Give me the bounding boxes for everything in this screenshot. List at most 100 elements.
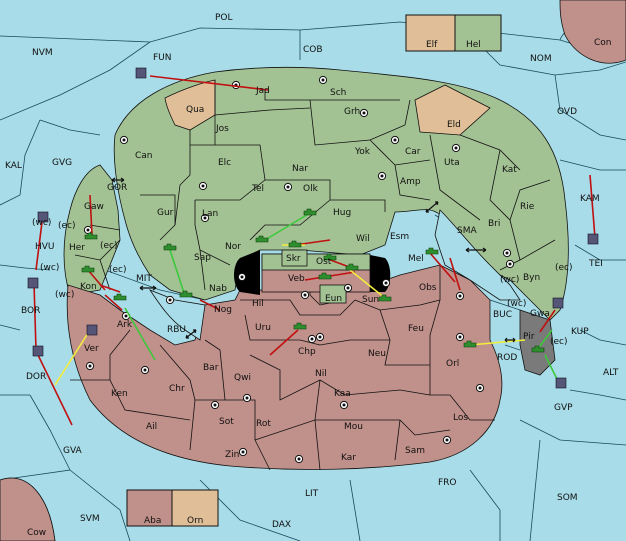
coast-label-layer: (wc) (ec) (ec) (wc) (wc) (ec) (ec) (wc)	[32, 218, 573, 347]
fleet-unit[interactable]	[27, 277, 39, 289]
army-unit[interactable]	[81, 265, 95, 273]
supply-center-dot	[122, 138, 126, 142]
supply-center-dot	[213, 403, 217, 407]
region-eld[interactable]	[414, 84, 491, 136]
land-label-sch: Sch	[330, 88, 346, 98]
land-label-tel: Tel	[251, 184, 264, 194]
land-label-car: Car	[405, 147, 421, 157]
land-label-kat: Kat	[502, 165, 517, 175]
sea-rbu[interactable]	[148, 289, 206, 341]
army-unit[interactable]	[463, 340, 477, 348]
land-label-kon: Kon	[80, 282, 97, 292]
sea-label-fun: FUN	[153, 53, 172, 63]
land-label-pir: Pir	[523, 332, 535, 342]
fleet-unit[interactable]	[37, 211, 49, 223]
land-label-ken: Ken	[111, 389, 128, 399]
sea-label-kal: KAL	[5, 161, 22, 171]
supply-center-dot	[88, 364, 92, 368]
land-label-feu: Feu	[408, 324, 424, 334]
land-label-ark: Ark	[117, 320, 133, 330]
land-label-chr: Chr	[169, 384, 185, 394]
army-unit[interactable]	[179, 290, 193, 298]
land-label-kar: Kar	[341, 453, 356, 463]
sea-label-buc: BUC	[493, 310, 512, 320]
land-label-qua: Qua	[186, 105, 204, 115]
land-label-wil: Wil	[356, 234, 370, 244]
sea-label-nvm: NVM	[32, 48, 53, 58]
army-unit[interactable]	[378, 294, 392, 302]
land-label-rot: Rot	[256, 419, 271, 429]
army-unit[interactable]	[345, 263, 359, 271]
supply-center-dot	[203, 216, 207, 220]
land-label-nab: Nab	[209, 284, 227, 294]
land-label-obs: Obs	[419, 283, 437, 293]
fleet-unit[interactable]	[587, 233, 599, 245]
sea-sma[interactable]	[434, 209, 521, 301]
supply-center-dot	[393, 138, 397, 142]
sea-label-dax: DAX	[272, 520, 291, 530]
region-skr[interactable]	[281, 249, 308, 267]
fleet-unit[interactable]	[32, 345, 44, 357]
land-label-veb: Veb	[288, 274, 305, 284]
fleet-unit[interactable]	[135, 67, 147, 79]
supply-center-dot	[245, 396, 249, 400]
supply-center-dot	[318, 335, 322, 339]
sea-label-rbu: RBU	[167, 325, 186, 335]
continent-south[interactable]	[66, 264, 503, 470]
land-label-neu: Neu	[368, 349, 386, 359]
orders	[33, 75, 596, 426]
sea-label-rod: ROD	[497, 353, 517, 363]
land-label-lan: Lan	[202, 209, 218, 219]
legend-swatch-aba	[126, 489, 173, 527]
fleet-unit[interactable]	[86, 324, 98, 336]
army-unit[interactable]	[425, 247, 439, 255]
army-unit[interactable]	[288, 240, 302, 248]
sea-label-gva: GVA	[63, 446, 83, 456]
land-label-ost: Ost	[316, 257, 332, 267]
army-unit[interactable]	[318, 272, 332, 280]
coast-label-ec: (ec)	[109, 265, 127, 275]
land-label-mel: Mel	[408, 254, 424, 264]
region-eun[interactable]	[319, 284, 347, 304]
land-label-gwa: Gwa	[530, 309, 550, 319]
fleet-unit[interactable]	[555, 377, 567, 389]
land-label-chp: Chp	[298, 347, 316, 357]
region-qua[interactable]	[164, 79, 216, 131]
land-label-los: Los	[453, 413, 468, 423]
legend: Elf Hel Aba Orn	[126, 14, 502, 527]
army-unit[interactable]	[293, 322, 307, 330]
land-label-her: Her	[69, 243, 85, 253]
army-unit[interactable]	[303, 208, 317, 216]
army-unit[interactable]	[113, 293, 127, 301]
supply-center-dot	[508, 262, 512, 266]
sea-label-gvp: GVP	[554, 403, 573, 413]
sea-label-gvg: GVG	[52, 158, 72, 168]
supply-center-dot	[297, 457, 301, 461]
coast-label-gwa-wc: (wc)	[507, 299, 526, 309]
army-unit[interactable]	[255, 235, 269, 243]
army-unit[interactable]	[531, 345, 545, 353]
army-unit[interactable]	[323, 253, 337, 261]
sea-label-alt: ALT	[603, 368, 619, 378]
supply-center-dot	[346, 286, 350, 290]
land-label-jos: Jos	[215, 124, 229, 134]
army-unit[interactable]	[84, 232, 98, 240]
land-label-yok: Yok	[354, 147, 371, 157]
sea-label-fro: FRO	[438, 478, 457, 488]
fleet-unit[interactable]	[552, 297, 564, 309]
sea-label-lit: LIT	[305, 489, 319, 499]
army-unit[interactable]	[163, 243, 177, 251]
supply-center-dot	[458, 335, 462, 339]
region-con[interactable]	[559, 0, 626, 64]
sea-label-nom: NOM	[530, 54, 552, 64]
land-label-uru: Uru	[255, 323, 271, 333]
sea-label-cow: Cow	[27, 528, 46, 538]
legend-swatch-hel	[454, 14, 502, 52]
units	[27, 67, 599, 389]
land-label-skr: Skr	[286, 254, 301, 264]
sea-label-pol: POL	[215, 13, 233, 23]
internal-borders	[70, 80, 556, 471]
land-label-orl: Orl	[446, 359, 459, 369]
coast-label-byn-wc: (wc)	[500, 275, 519, 285]
